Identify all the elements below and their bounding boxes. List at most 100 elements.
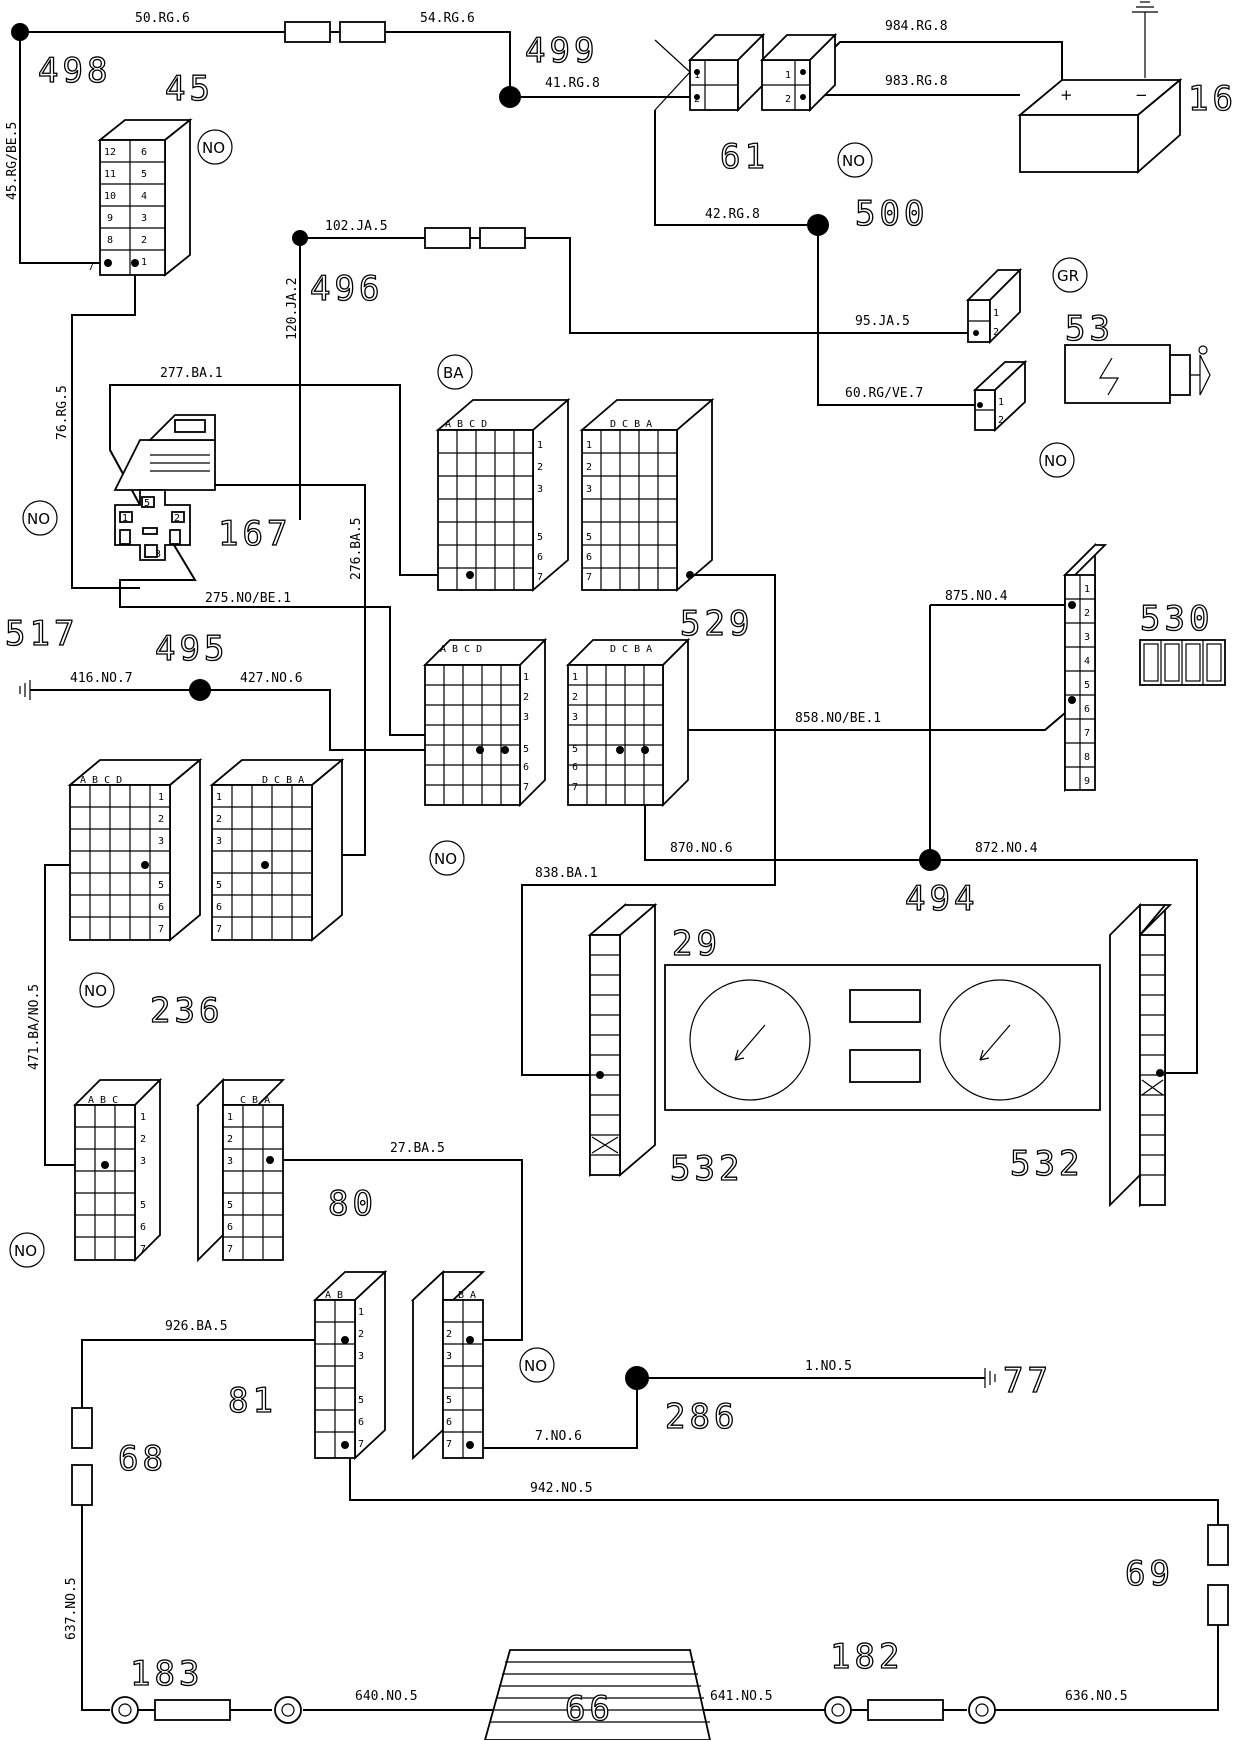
battery-plus: +	[1060, 86, 1073, 104]
svg-text:7: 7	[158, 924, 164, 935]
wire-102	[300, 237, 970, 334]
svg-text:7: 7	[140, 1244, 146, 1255]
wire-label: 275.NO/BE.1	[205, 591, 291, 606]
svg-text:3: 3	[358, 1351, 364, 1362]
component-number: 61	[720, 137, 769, 177]
wire-50	[20, 31, 511, 97]
lamp-183	[111, 1696, 302, 1724]
svg-text:7: 7	[446, 1439, 452, 1450]
wire-label: 41.RG.8	[545, 76, 600, 91]
wires	[19, 21, 1229, 1711]
wire-42	[654, 110, 818, 226]
wire-label: 870.NO.6	[670, 841, 733, 856]
wire-277	[109, 384, 470, 576]
cols-81b: B A	[458, 1290, 476, 1301]
svg-text:5: 5	[537, 532, 543, 543]
svg-text:4: 4	[1084, 656, 1090, 667]
svg-text:8: 8	[1084, 752, 1090, 763]
component-number: 495	[155, 629, 228, 669]
color-code: NO	[27, 510, 50, 528]
color-code: NO	[434, 850, 457, 868]
component-number: 81	[228, 1381, 277, 1421]
wire-926	[81, 1339, 345, 1408]
svg-text:3: 3	[446, 1351, 452, 1362]
svg-text:1: 1	[572, 672, 578, 683]
component-number: 16	[1188, 79, 1237, 119]
svg-text:2: 2	[446, 1329, 452, 1340]
svg-text:6: 6	[586, 552, 592, 563]
component-number: 286	[665, 1397, 738, 1437]
svg-text:1: 1	[140, 1112, 146, 1123]
svg-text:3: 3	[1084, 632, 1090, 643]
splice-498	[11, 23, 29, 41]
wire-872	[930, 859, 1198, 1074]
connector-gr: 12	[965, 267, 1023, 345]
svg-text:6: 6	[158, 902, 164, 913]
wire-label: 640.NO.5	[355, 1689, 418, 1704]
svg-text:7: 7	[227, 1244, 233, 1255]
svg-text:2: 2	[1084, 608, 1090, 619]
svg-text:5: 5	[141, 169, 147, 180]
horn-53	[1064, 344, 1211, 404]
wire-label: 838.BA.1	[535, 866, 598, 881]
svg-text:8: 8	[107, 235, 113, 246]
svg-text:3: 3	[523, 712, 529, 723]
wire-7	[470, 1378, 638, 1449]
component-number: 29	[672, 924, 721, 964]
svg-text:2: 2	[998, 415, 1004, 426]
component-number: 498	[38, 51, 111, 91]
ground-517	[19, 680, 31, 700]
svg-text:6: 6	[227, 1222, 233, 1233]
component-number: 80	[328, 1184, 377, 1224]
svg-text:6: 6	[446, 1417, 452, 1428]
cols-80b: C B A	[240, 1095, 270, 1106]
component-number: 182	[830, 1637, 903, 1677]
svg-text:1: 1	[1084, 584, 1090, 595]
component-number: 496	[310, 269, 383, 309]
svg-text:1: 1	[523, 672, 529, 683]
svg-text:7: 7	[358, 1439, 364, 1450]
splice-286	[625, 1366, 649, 1390]
svg-text:1: 1	[358, 1307, 364, 1318]
svg-text:1: 1	[216, 792, 222, 803]
svg-text:10: 10	[104, 191, 116, 202]
svg-text:6: 6	[140, 1222, 146, 1233]
color-code: NO	[524, 1357, 547, 1375]
svg-text:6: 6	[1084, 704, 1090, 715]
cols-236b: D C B A	[262, 775, 304, 786]
component-number: 517	[5, 614, 78, 654]
connector-60: 12	[972, 359, 1028, 433]
svg-text:5: 5	[1084, 680, 1090, 691]
wire-label: 54.RG.6	[420, 11, 475, 26]
svg-text:2: 2	[141, 235, 147, 246]
svg-text:6: 6	[523, 762, 529, 773]
component-number: 500	[855, 194, 928, 234]
svg-text:7: 7	[88, 262, 94, 273]
wire-label: 7.NO.6	[535, 1429, 582, 1444]
wire-label: 416.NO.7	[70, 671, 133, 686]
component-number: 53	[1065, 309, 1114, 349]
svg-text:3: 3	[572, 712, 578, 723]
svg-text:6: 6	[537, 552, 543, 563]
wire-label: 120.JA.2	[285, 277, 300, 340]
wire-label: 641.NO.5	[710, 1689, 773, 1704]
component-number: 183	[130, 1654, 203, 1694]
wire-838	[521, 574, 776, 1076]
svg-text:1: 1	[158, 792, 164, 803]
wire-label: 872.NO.4	[975, 841, 1038, 856]
splice-495	[189, 679, 211, 701]
fuse-68-2	[71, 1464, 93, 1506]
fuse-top-1	[284, 21, 331, 43]
svg-text:7: 7	[586, 572, 592, 583]
wire-label: 1.NO.5	[805, 1359, 852, 1374]
wire-45	[19, 32, 105, 264]
light-66	[484, 1649, 711, 1740]
svg-text:1: 1	[785, 70, 791, 81]
svg-text:7: 7	[523, 782, 529, 793]
wire-label: 102.JA.5	[325, 219, 388, 234]
svg-text:6: 6	[216, 902, 222, 913]
svg-text:9: 9	[107, 213, 113, 224]
wire-76	[71, 263, 140, 589]
